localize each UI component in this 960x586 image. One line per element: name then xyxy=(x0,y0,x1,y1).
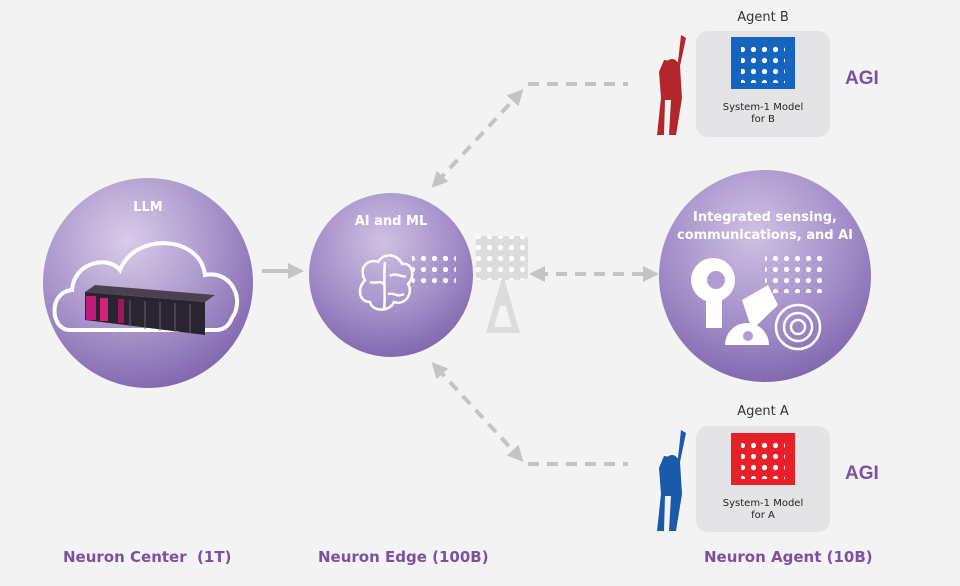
sensing-node xyxy=(659,170,871,382)
agent-b-title: Agent B xyxy=(737,10,789,25)
neuron-agent-label: Neuron Agent (10B) xyxy=(704,548,873,566)
neuron-edge-label: Neuron Edge (100B) xyxy=(318,548,489,566)
agent-b-model-line1: System-1 Model xyxy=(722,102,804,113)
edge-title: AI and ML xyxy=(354,214,428,229)
agent-b-agi: AGI xyxy=(845,68,879,89)
arrows xyxy=(262,82,659,466)
agent-a-model-line2: for A xyxy=(751,510,775,521)
sensing-title-line1: Integrated sensing, xyxy=(693,210,837,225)
human-figure-icon xyxy=(657,35,686,135)
cell-tower-icon xyxy=(476,236,528,333)
neural-net-icon xyxy=(412,252,456,285)
arrow-edge-to-agent-b xyxy=(431,89,524,188)
agent-a-agi: AGI xyxy=(845,463,879,484)
agent-b-model-line2: for B xyxy=(751,114,775,125)
center-title: LLM xyxy=(133,200,163,215)
agent-a-model-line1: System-1 Model xyxy=(722,498,804,509)
agent-a-title: Agent A xyxy=(737,404,789,419)
arrow-edge-to-agent-a xyxy=(431,362,524,462)
sensing-title-line2: communications, and AI xyxy=(677,228,853,243)
cloud-icon xyxy=(52,241,240,332)
sensing-icons xyxy=(691,253,825,351)
agent-a-group xyxy=(657,426,830,532)
neuron-center-label: Neuron Center (1T) xyxy=(63,548,232,566)
brain-icon xyxy=(358,254,414,311)
neuron-center-node xyxy=(43,178,253,388)
server-rack-icon xyxy=(85,285,215,335)
human-figure-icon xyxy=(657,430,686,531)
agent-b-group xyxy=(657,31,830,137)
neuron-edge-node xyxy=(309,193,473,357)
